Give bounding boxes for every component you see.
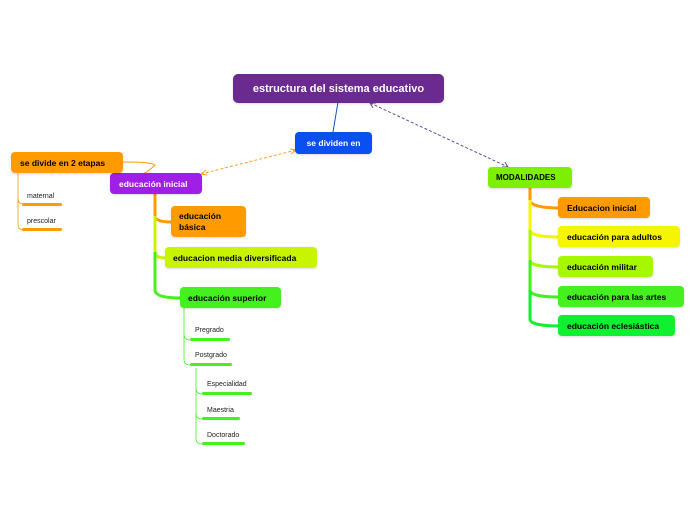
educacion-inicial-node[interactable]: educación inicial	[110, 173, 202, 194]
branch-inicial-to-basica	[153, 192, 173, 224]
leaf-pregrado-underline	[190, 338, 230, 341]
se-divide-en-2-etapas-node[interactable]: se divide en 2 etapas	[11, 152, 123, 173]
educacion-superior-label: educación superior	[188, 292, 267, 303]
leaf-doctorado-underline	[202, 442, 245, 445]
modalidades-node[interactable]: MODALIDADES	[488, 167, 572, 188]
educacion-basica-node[interactable]: educación básica	[171, 206, 246, 237]
modalidad-educacion-militar-node[interactable]: educación militar	[558, 256, 653, 277]
leaf-maternal-label: maternal	[27, 193, 55, 200]
educacion-basica-label: educación básica	[179, 210, 222, 232]
leaf-prescolar[interactable]: prescolar	[27, 218, 56, 225]
leaf-prescolar-underline	[22, 228, 62, 231]
modalidad-educacion-militar-label: educación militar	[567, 261, 637, 272]
educacion-media-diversificada-node[interactable]: educacion media diversificada	[165, 247, 317, 268]
leaf-maestria[interactable]: Maestria	[207, 407, 234, 414]
se-dividen-en-node[interactable]: se dividen en	[295, 132, 372, 154]
leaf-postgrado[interactable]: Postgrado	[195, 352, 227, 359]
connector-superior-to-postgrado	[183, 334, 191, 366]
leaf-maestria-label: Maestria	[207, 407, 234, 414]
leaf-maestria-underline	[202, 417, 240, 420]
educacion-inicial-label: educación inicial	[119, 178, 188, 189]
modalidad-educacion-adultos-node[interactable]: educación para adultos	[558, 226, 680, 247]
connector-etapas-to-maternal	[17, 172, 25, 205]
leaf-maternal[interactable]: maternal	[27, 193, 54, 200]
connector-postgrado-to-especialidad	[195, 368, 203, 395]
connector-root-to-modalidades	[369, 102, 509, 168]
leaf-prescolar-label: prescolar	[27, 218, 56, 225]
se-dividen-en-label: se dividen en	[306, 138, 361, 148]
root-node-label: estructura del sistema educativo	[252, 82, 425, 95]
leaf-postgrado-underline	[190, 363, 232, 366]
leaf-postgrado-label: Postgrado	[195, 352, 227, 359]
educacion-superior-node[interactable]: educación superior	[180, 287, 281, 308]
modalidad-educacion-inicial-label: Educacion inicial	[567, 202, 637, 213]
leaf-maternal-underline	[22, 203, 62, 206]
educacion-media-diversificada-label: educacion media diversificada	[173, 252, 297, 263]
branch-inicial-to-superior	[153, 252, 182, 300]
modalidad-educacion-inicial-node[interactable]: Educacion inicial	[558, 197, 650, 218]
branch-modalidades-to-inicial	[528, 188, 561, 210]
modalidad-educacion-eclesiastica-label: educación eclesiástica	[567, 320, 660, 331]
connector-postgrado-to-doctorado	[195, 413, 203, 445]
modalidad-educacion-adultos-label: educación para adultos	[567, 231, 662, 242]
leaf-especialidad-underline	[202, 392, 252, 395]
leaf-doctorado-label: Doctorado	[207, 432, 240, 439]
connector-superior-to-pregrado	[183, 308, 191, 341]
leaf-pregrado[interactable]: Pregrado	[195, 327, 224, 334]
modalidades-label: MODALIDADES	[496, 173, 556, 182]
leaf-especialidad-label: Especialidad	[207, 381, 247, 388]
modalidad-educacion-artes-label: educación para las artes	[567, 291, 667, 302]
se-divide-en-2-etapas-label: se divide en 2 etapas	[20, 157, 106, 168]
arrow-head-root	[369, 102, 376, 109]
leaf-especialidad[interactable]: Especialidad	[207, 381, 247, 388]
connector-se-dividen-to-educacion-inicial	[200, 149, 297, 175]
leaf-doctorado[interactable]: Doctorado	[207, 432, 239, 439]
root-node[interactable]: estructura del sistema educativo	[233, 74, 444, 103]
modalidad-educacion-eclesiastica-node[interactable]: educación eclesiástica	[558, 315, 675, 336]
arrow-head-educacion-inicial	[200, 169, 208, 176]
leaf-pregrado-label: Pregrado	[195, 327, 224, 334]
branch-modalidades-to-eclesiastica	[528, 290, 561, 328]
connector-root-to-se-dividen	[332, 101, 339, 133]
modalidad-educacion-artes-node[interactable]: educación para las artes	[558, 286, 684, 307]
